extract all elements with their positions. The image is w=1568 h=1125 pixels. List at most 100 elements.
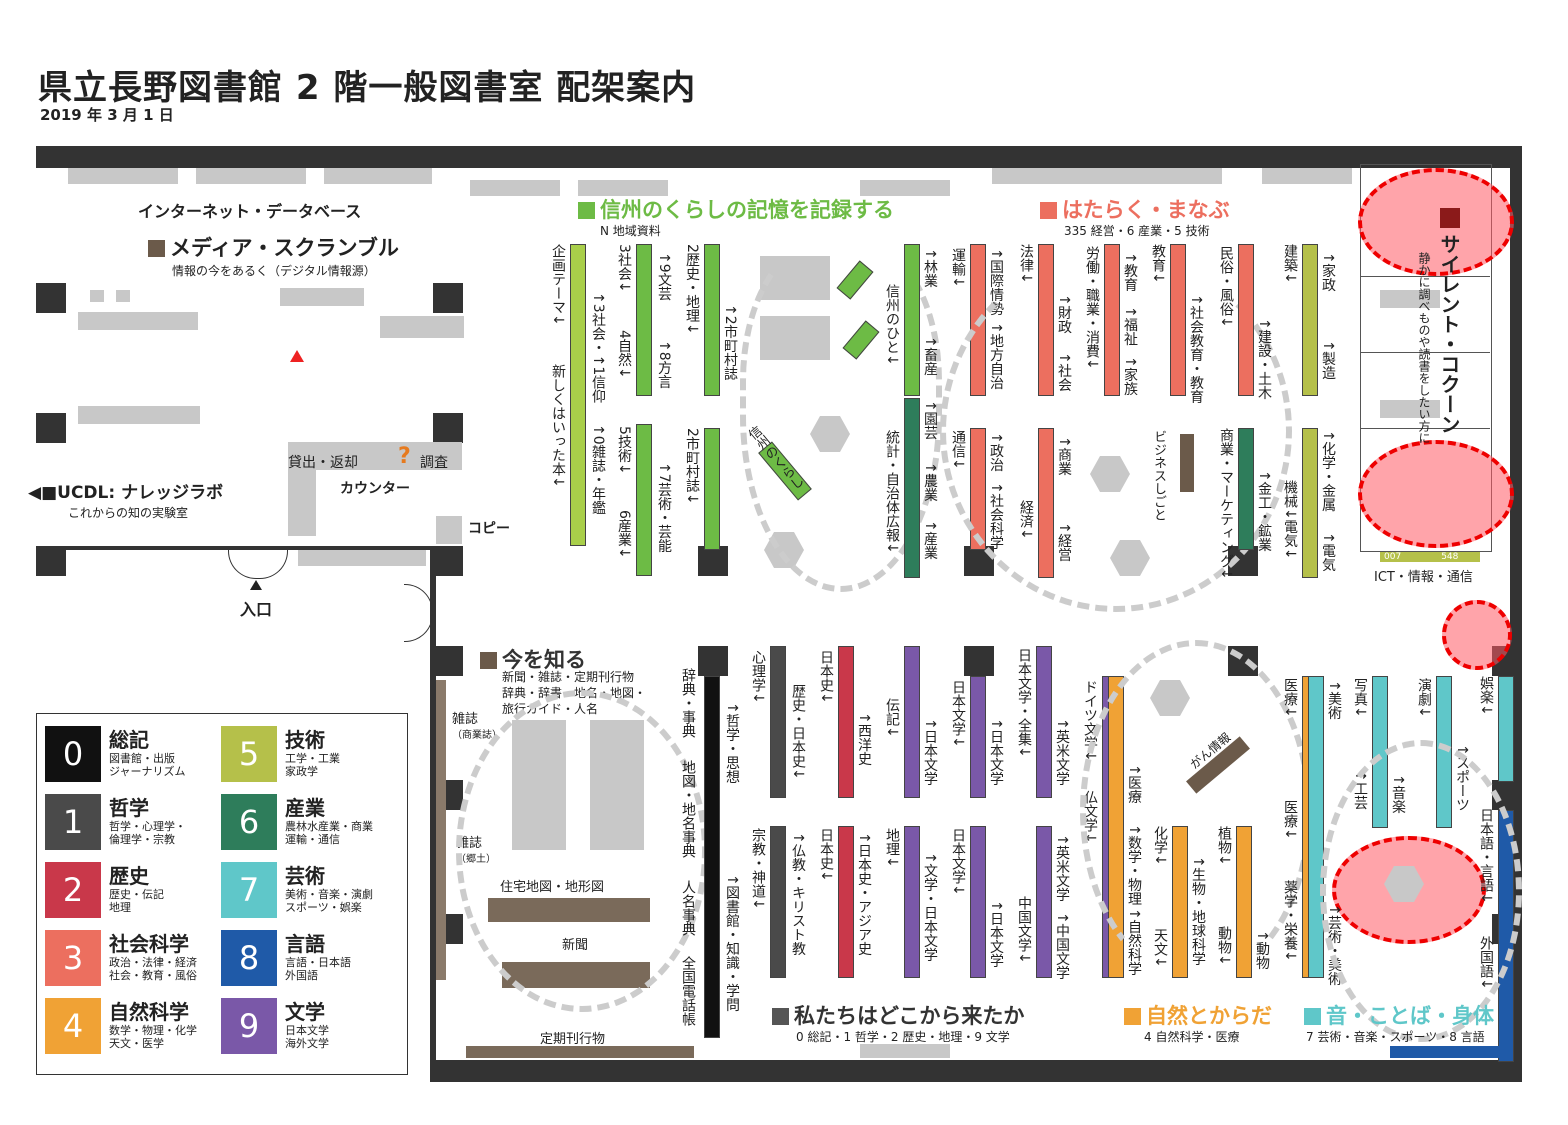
shelf-orange: [1236, 826, 1252, 978]
desk: [298, 550, 426, 566]
desk: [578, 180, 668, 196]
shizen-zone-sub: 4 自然科学・医療: [1144, 1030, 1240, 1044]
legend-desc-line: 美術・音楽・演劇: [285, 888, 373, 901]
entrance-label: 入口: [240, 600, 273, 619]
pillar: [36, 413, 66, 443]
legend-desc-line: 地理: [109, 901, 131, 914]
shelf-label: 人名事典: [680, 880, 696, 936]
shelf-purple: [1036, 646, 1052, 798]
watashi-zone-title: 私たちはどこから来たか: [772, 1000, 1024, 1030]
legend-number: 8: [221, 930, 277, 986]
shelf-label: ↑8方言: [656, 340, 672, 389]
shelf-green: [904, 398, 920, 578]
shelf-label: 歴史・日本史↓: [790, 684, 806, 780]
silent-zone-highlight: [1442, 600, 1512, 670]
shelf-label: 企画テーマ↓: [550, 244, 566, 326]
ucdl-sub: これからの知の実験室: [68, 506, 189, 520]
room-divider: [1360, 428, 1490, 429]
ima-zone-title: 今を知る: [480, 644, 586, 674]
ucdl-label: UCDL: ナレッジラボ: [57, 483, 224, 503]
shelf-label: 日本文学↓: [950, 680, 966, 748]
pillar: [433, 283, 463, 313]
shelf-label: ↑家政: [1320, 252, 1336, 292]
help-question-icon: ?: [398, 444, 411, 469]
periodicals-label: 定期刊行物: [540, 1032, 606, 1047]
legend-desc-line: ジャーナリズム: [109, 765, 186, 778]
desk: [380, 316, 464, 338]
shelf-label: ↑中国文学: [1054, 912, 1070, 980]
entrance-arrow-icon: [250, 580, 262, 590]
room-divider: [1360, 276, 1490, 277]
shelf-teal: [1308, 676, 1324, 978]
ucdl-link[interactable]: ◀■UCDL: ナレッジラボ: [28, 478, 223, 503]
dashed-path: [940, 250, 1292, 612]
shelf-red: [838, 826, 854, 978]
shelf-label: ↑3社会・↑1信仰: [590, 292, 606, 404]
shelf-label: 植物↓: [1216, 826, 1232, 866]
wall-left-inner: [430, 548, 436, 1081]
shelf-label: 5技術↓: [616, 426, 632, 475]
shelf-label: 薬学・栄養↓: [1282, 880, 1298, 962]
shelf-label: 4自然↓: [616, 330, 632, 379]
pillar: [698, 646, 728, 676]
shelf-green: [704, 428, 720, 550]
oto-zone-sub: 7 芸術・音楽・スポーツ・8 言語: [1306, 1030, 1485, 1044]
shelf-label: 心理学↓: [750, 650, 766, 704]
shelf-label: 商業・マーケティング↓: [1218, 428, 1234, 580]
counter-desk: [288, 442, 462, 470]
watashi-zone-sub: 0 総記・1 哲学・2 歴史・地理・9 文学: [796, 1030, 1010, 1044]
legend-desc-line: 外国語: [285, 969, 318, 982]
desk: [992, 168, 1222, 184]
copy-label: コピー: [468, 521, 510, 537]
hataraku-zone-sub: 335 経営・6 産業・5 技術: [1064, 224, 1210, 238]
shelf-gray: [770, 646, 786, 798]
shelf-label: 医療↓: [1282, 800, 1298, 840]
shelf-label: ↑生物・地球科学: [1190, 856, 1206, 966]
legend-number: 3: [45, 930, 101, 986]
shelf-label: 日本文学↓: [950, 828, 966, 896]
page-title: 県立長野図書館 2 階一般図書室 配架案内: [38, 68, 697, 108]
silent-cocoon-room: [1360, 164, 1492, 552]
shelf-label: ↑園芸: [922, 400, 938, 440]
media-scramble-title: メディア・スクランブル: [148, 232, 399, 262]
legend-name: 社会科学: [109, 932, 189, 956]
shelf-olive: [1302, 244, 1318, 396]
shelf-label: 宗教・神道↓: [750, 828, 766, 910]
entrance-door-icon: [228, 550, 288, 579]
shelf-purple: [904, 646, 920, 798]
legend-name: 文学: [285, 1000, 325, 1024]
shelf-label: ↑動物: [1254, 930, 1270, 970]
legend-desc-line: 海外文学: [285, 1037, 329, 1050]
shelf-label: ↑建設・土木: [1256, 318, 1272, 400]
shelf-label: ↑美術: [1326, 680, 1342, 720]
shelf-label: 辞典・事典: [680, 668, 696, 738]
shelf-olive: [1302, 428, 1318, 578]
shelf-label: 動物↓: [1216, 926, 1232, 966]
silent-cocoon-sub: 静かに調べものや読書をしたい方に: [1417, 252, 1431, 444]
research-label: 調査: [420, 455, 448, 471]
page-date: 2019 年 3 月 1 日: [40, 106, 174, 124]
side-door-icon: [404, 584, 433, 642]
magazine-rack: [436, 680, 446, 980]
legend-name: 総記: [109, 728, 149, 752]
legend-number: 6: [221, 794, 277, 850]
desk: [470, 180, 560, 196]
legend-desc: 工学・工業家政学: [285, 752, 340, 778]
desk: [140, 406, 200, 424]
shelf-label: ↑金工・鉱業: [1256, 470, 1272, 552]
shelf-label: 天文↓: [1152, 928, 1168, 968]
legend-desc-line: 倫理学・宗教: [109, 833, 175, 846]
copy-machine: [436, 516, 462, 544]
shelf-label: ↑日本文学: [988, 900, 1004, 968]
desk: [860, 180, 950, 196]
desk: [1380, 290, 1440, 308]
legend-desc: 言語・日本語外国語: [285, 956, 351, 982]
pillar: [433, 413, 463, 443]
shinshu-zone-label: 信州のくらしの記憶を記録する: [600, 198, 894, 222]
legend-number: 7: [221, 862, 277, 918]
pillar: [36, 546, 66, 576]
shelf-label: ↑英米文学: [1054, 718, 1070, 786]
shelf-label: 化学↓: [1152, 826, 1168, 866]
